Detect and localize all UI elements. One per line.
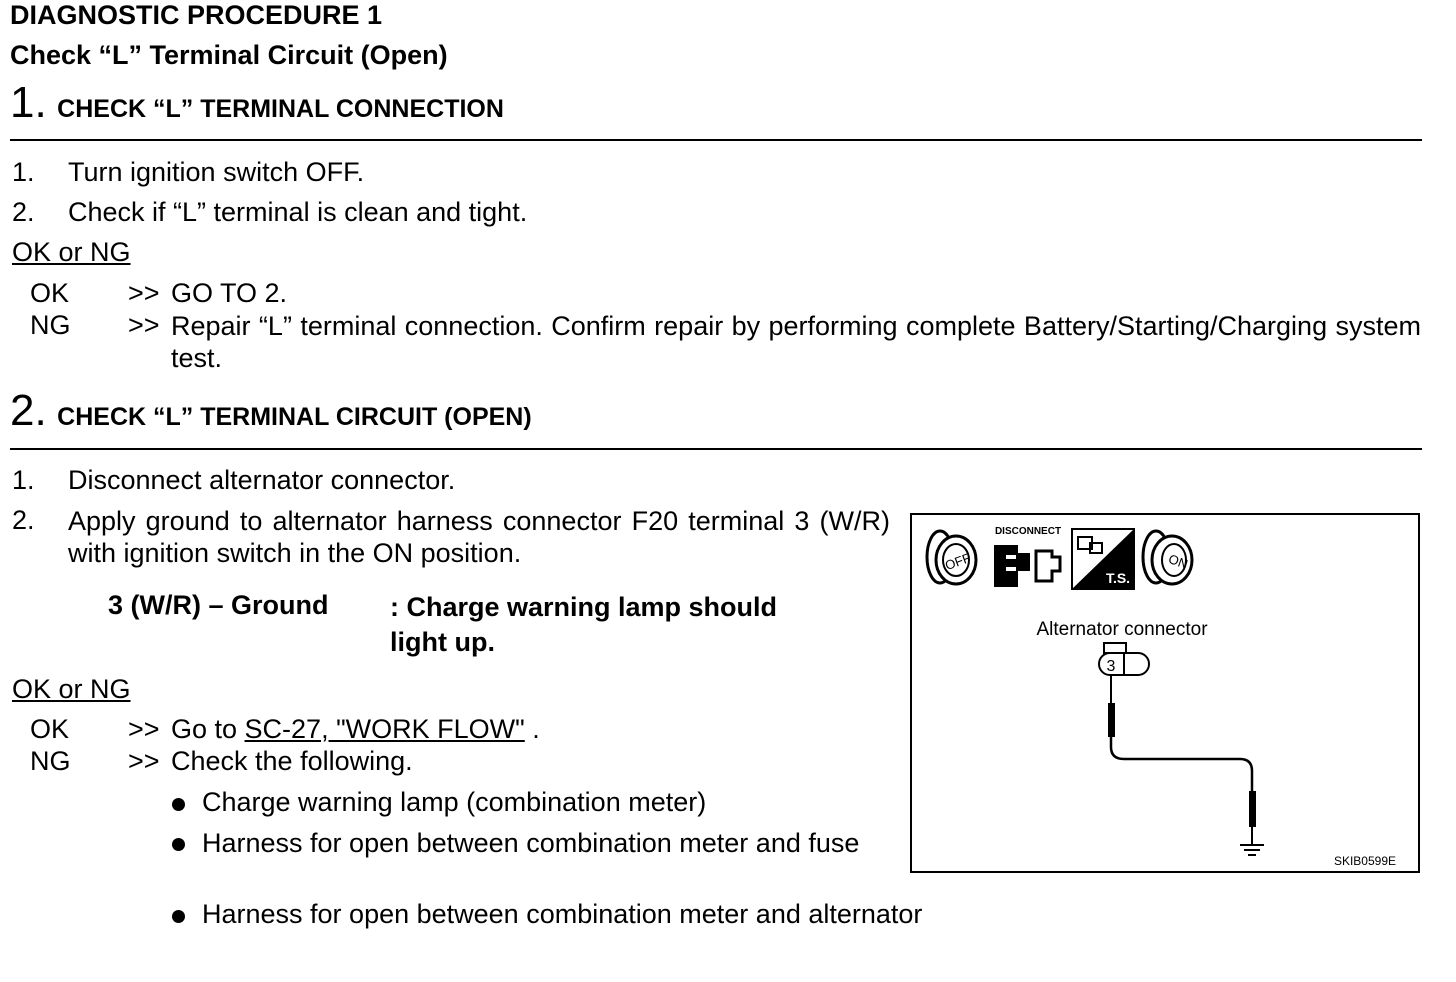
- step1-ng-label: NG: [30, 310, 71, 340]
- figure-code: SKIB0599E: [1334, 854, 1396, 868]
- step2-ok-label: OK: [30, 714, 70, 744]
- disconnect-icon: DISCONNECT: [994, 526, 1062, 587]
- step2-ok-text: Go to SC-27, "WORK FLOW" .: [171, 714, 540, 745]
- page-title: DIAGNOSTIC PROCEDURE 1: [10, 0, 383, 30]
- step1-item-2-text: Check if “L” terminal is clean and tight…: [68, 197, 528, 227]
- step2-heading: 2. CHECK “L” TERMINAL CIRCUIT (OPEN): [10, 386, 532, 436]
- alternator-connector-figure: OFF DISCONNECT T.S. ON Alternator connec…: [910, 513, 1420, 873]
- step1-ok-label: OK: [30, 278, 70, 308]
- step2-ng-text: Check the following.: [171, 746, 413, 776]
- test-scope-icon: T.S.: [1071, 528, 1135, 590]
- step2-item-2-number: 2.: [12, 505, 35, 535]
- step2-heading-text: CHECK “L” TERMINAL CIRCUIT (OPEN): [57, 403, 532, 431]
- step1-heading: 1. CHECK “L” TERMINAL CONNECTION: [10, 78, 504, 128]
- bullet-item-3: Harness for open between combination met…: [202, 899, 923, 929]
- ts-label: T.S.: [1106, 570, 1130, 586]
- work-flow-link[interactable]: SC-27, "WORK FLOW": [244, 714, 525, 744]
- step2-result-label: OK or NG: [12, 674, 131, 704]
- step2-item-1-text: Disconnect alternator connector.: [68, 465, 456, 495]
- bullet-dot: [172, 838, 185, 851]
- step1-item-2-number: 2.: [12, 197, 35, 227]
- ground-icon: [1240, 844, 1264, 856]
- step2-spec-label: 3 (W/R) – Ground: [108, 590, 329, 620]
- step1-item-1-number: 1.: [12, 157, 35, 187]
- connector-symbol: 3: [1098, 642, 1150, 676]
- terminal-number: 3: [1107, 658, 1116, 675]
- step2-number: 2.: [10, 386, 47, 435]
- disconnect-label: DISCONNECT: [995, 526, 1061, 537]
- bullet-item-1: Charge warning lamp (combination meter): [202, 787, 707, 817]
- step2-ng-label: NG: [30, 746, 71, 776]
- step1-ok-text: GO TO 2.: [171, 278, 288, 308]
- figure-svg: OFF DISCONNECT T.S. ON Alternator connec…: [925, 526, 1396, 868]
- on-label: ON: [1166, 551, 1189, 572]
- ignition-on-icon: ON: [1141, 529, 1194, 586]
- step2-item-1-number: 1.: [12, 465, 35, 495]
- step2-ok-arrow: >>: [128, 714, 160, 744]
- bullet-dot: [172, 798, 185, 811]
- ignition-off-icon: OFF: [925, 529, 978, 586]
- bullet-dot: [172, 910, 185, 923]
- step1-heading-text: CHECK “L” TERMINAL CONNECTION: [57, 95, 504, 123]
- step2-ok-prefix: Go to: [171, 714, 245, 744]
- step1-result-label: OK or NG: [12, 237, 131, 267]
- step1-ng-text: Repair “L” terminal connection. Confirm …: [171, 311, 1421, 373]
- step1-divider: [10, 139, 1422, 141]
- step1-ng-arrow: >>: [128, 310, 160, 340]
- harness-wire: [1108, 675, 1256, 845]
- bullet-item-2: Harness for open between combination met…: [202, 828, 860, 858]
- step2-spec-value: : Charge warning lamp should light up.: [390, 592, 778, 657]
- step2-ok-suffix: .: [524, 714, 540, 744]
- connector-label: Alternator connector: [1036, 619, 1208, 640]
- step2-ng-arrow: >>: [128, 746, 160, 776]
- step1-item-1-text: Turn ignition switch OFF.: [68, 157, 365, 187]
- step1-number: 1.: [10, 78, 47, 127]
- step1-ok-arrow: >>: [128, 278, 160, 308]
- page-subtitle: Check “L” Terminal Circuit (Open): [10, 40, 448, 70]
- step2-divider: [10, 448, 1422, 450]
- step2-item-2-text: Apply ground to alternator harness conne…: [68, 506, 890, 568]
